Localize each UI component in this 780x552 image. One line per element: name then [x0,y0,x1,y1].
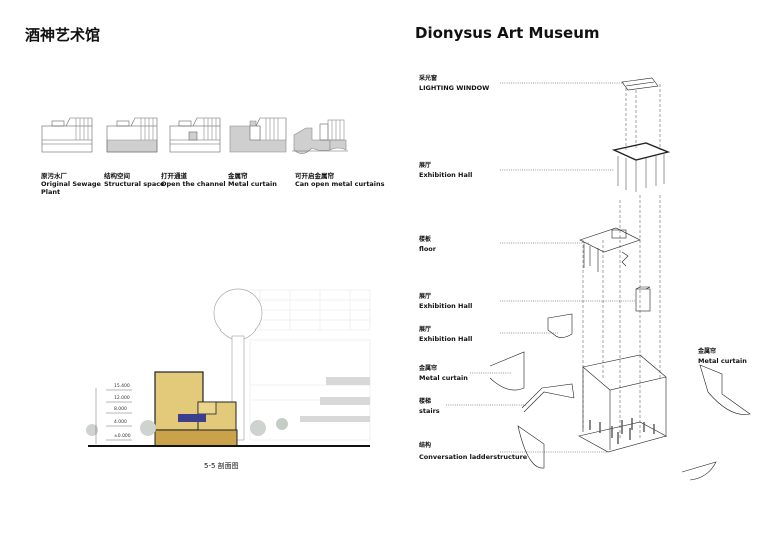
title-cn: 酒神艺术馆 [25,26,101,44]
stepped-building [300,377,370,422]
caption-cn: 打开通道 [161,172,187,180]
thumb-metal-curtain [229,117,287,153]
label-cn: 结构 [419,442,432,449]
evolution-thumbnails [41,117,348,154]
metal-curtain-bottom [517,425,717,481]
label-en: Conversation ladderstructure [419,452,528,461]
caption-en: Open the channel [161,180,226,188]
label-en: Exhibition Hall [419,170,473,179]
exploded-axonometric [446,77,751,481]
caption-en: Metal curtain [228,180,277,188]
title-en: Dionysus Art Museum [415,24,600,42]
label-cn: 金属帘 [698,348,717,355]
label-cn: 金属帘 [419,365,438,372]
label-en: floor [419,244,436,253]
label-en: Metal curtain [698,356,747,365]
base-volume [578,354,667,453]
section-drawing [86,288,371,447]
caption-en: Can open metal curtains [295,180,385,188]
label-cn: 展厅 [419,293,432,300]
level-label: 15.400 [114,384,130,389]
label-cn: 楼梯 [419,398,432,405]
caption-en: Structural space [104,180,165,188]
label-structure: 结构 Conversation ladderstructure [419,442,527,461]
evolution-caption: 结构空间 Structural space [104,172,164,188]
evolution-caption: 可开启金属帘 Can open metal curtains [295,172,385,188]
label-cn: 楼板 [419,236,432,243]
level-label: 4.000 [114,420,127,425]
lighting-window-part [621,77,659,91]
level-marks [95,388,132,444]
label-en: Exhibition Hall [419,334,473,343]
label-en: Metal curtain [419,373,468,382]
exhibition-hall-box [635,286,651,312]
level-label: 8.000 [114,407,127,412]
section-caption: 5-5 剖面图 [204,462,239,470]
evolution-caption: 原污水厂 Original Sewage Plant [41,172,101,196]
caption-cn: 可开启金属帘 [295,172,334,180]
thumb-structural-space [106,117,158,153]
water-tower [213,288,263,441]
label-en: stairs [419,406,440,415]
evolution-caption: 金属帘 Metal curtain [228,172,277,188]
thumb-original-plant [41,117,93,153]
caption-cn: 原污水厂 [41,172,67,180]
label-cn: 展厅 [419,162,432,169]
exhibition-hall-top-part [611,142,671,192]
floor-part [579,227,641,272]
metal-curtain-left [489,351,525,391]
label-en: Exhibition Hall [419,301,473,310]
level-label: 12.000 [114,396,130,401]
caption-cn: 金属帘 [228,172,248,180]
level-label: ±0.000 [114,434,131,439]
label-cn: 展厅 [419,326,432,333]
thumb-openable-curtains [292,119,348,154]
projection-lines [582,84,661,440]
trees [86,418,288,436]
label-cn: 采光窗 [419,75,438,82]
leader-lines [446,82,636,453]
label-en: LIGHTING WINDOW [419,83,490,92]
evolution-caption: 打开通道 Open the channel [161,172,226,188]
museum-section [154,371,238,447]
caption-cn: 结构空间 [104,172,130,180]
stairs-part [521,383,575,413]
metal-curtain-right [699,364,751,415]
thumb-open-channel [169,117,221,153]
exhibition-hall-small [547,313,573,338]
caption-en: Original Sewage Plant [41,180,101,196]
